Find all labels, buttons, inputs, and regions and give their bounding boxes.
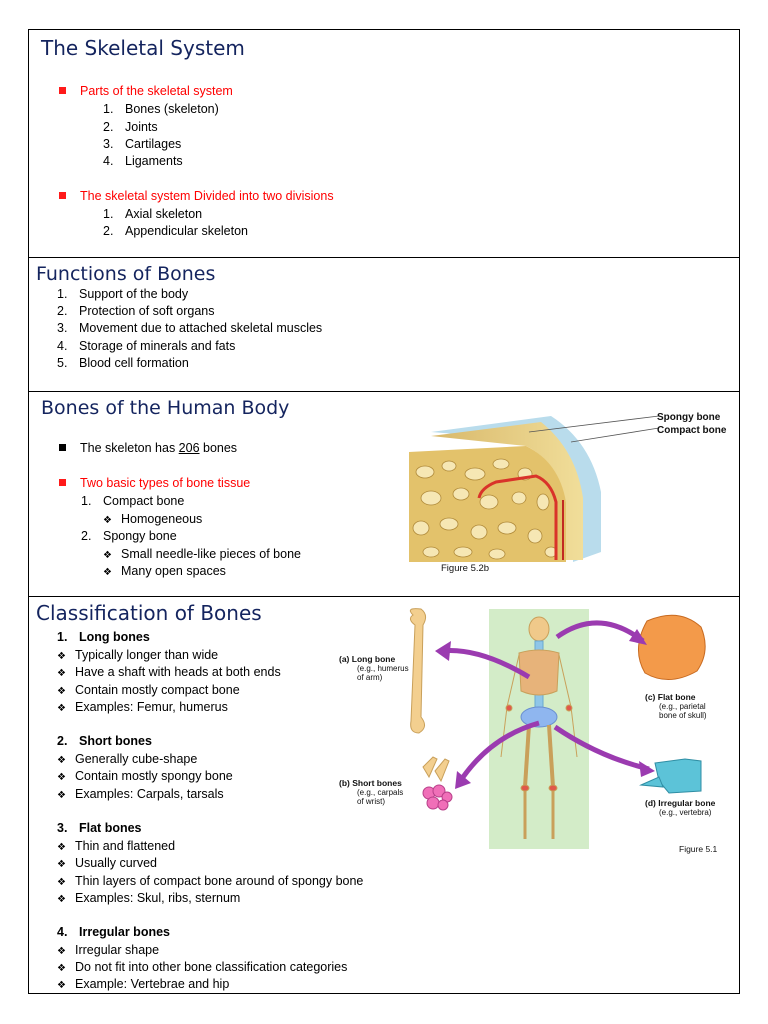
square-bullet-icon [59,479,66,487]
bone-tissue-figure: Spongy bone Compact bone Figure 5.2b [401,402,731,582]
diamond-bullet-icon: ❖ [103,550,112,561]
square-bullet-icon [59,192,66,200]
figure-caption: Figure 5.1 [679,844,718,854]
label-irregular-bone: (d) Irregular bone(e.g., vertebra) [645,798,716,818]
bone-cross-section-image [409,415,660,562]
list-item: ❖Usually curved [57,855,157,873]
section-title: Bones of the Human Body [41,397,290,419]
diamond-bullet-icon: ❖ [57,859,66,870]
group-title: 3.Flat bones [57,821,142,835]
list-item: 3.Cartilages [103,137,182,151]
list-item: 2.Protection of soft organs [57,304,215,318]
list-item: ❖Thin and flattened [57,838,175,856]
list-item: ❖Generally cube-shape [57,751,197,769]
list-item: ❖Do not fit into other bone classificati… [57,959,347,977]
label-compact-bone: Compact bone [657,425,727,436]
list-item: 1.Bones (skeleton) [103,102,219,116]
square-bullet-icon [59,444,66,452]
list-item: ❖Thin layers of compact bone around of s… [57,873,363,891]
group-title: 2.Short bones [57,734,152,748]
page-frame: The Skeletal System Parts of the skeleta… [28,29,740,994]
diamond-bullet-icon: ❖ [57,790,66,801]
skeleton-illustration [409,608,706,849]
list-item: 5.Blood cell formation [57,356,189,370]
list-item: 4.Storage of minerals and fats [57,339,236,353]
bullet-parts: Parts of the skeletal system [59,83,233,100]
section-title: The Skeletal System [41,36,245,60]
group-title: 1.Long bones [57,630,150,644]
bullet-tissue-types: Two basic types of bone tissue [59,475,250,492]
list-item: ❖Typically longer than wide [57,647,218,665]
diamond-bullet-icon: ❖ [57,894,66,905]
diamond-bullet-icon: ❖ [57,980,66,991]
list-item: 2.Spongy bone [81,529,177,543]
diamond-bullet-icon: ❖ [57,703,66,714]
bullet-bone-count: The skeleton has 206 bones [59,440,237,457]
diamond-bullet-icon: ❖ [57,686,66,697]
diamond-bullet-icon: ❖ [57,772,66,783]
list-item: ❖Examples: Skul, ribs, sternum [57,890,240,908]
bullet-divisions: The skeletal system Divided into two div… [59,188,334,205]
diamond-bullet-icon: ❖ [57,842,66,853]
list-item: 1.Axial skeleton [103,207,203,221]
sub-list-item: ❖Many open spaces [103,563,226,581]
list-item: ❖Irregular shape [57,942,159,960]
list-item: ❖Have a shaft with heads at both ends [57,664,281,682]
section-classification: Classification of Bones 1.Long bones ❖Ty… [29,597,739,993]
section-bones-human-body: Bones of the Human Body The skeleton has… [29,392,739,597]
diamond-bullet-icon: ❖ [57,651,66,662]
list-item: 3.Movement due to attached skeletal musc… [57,321,323,335]
list-item: ❖Contain mostly spongy bone [57,768,233,786]
list-item: 1.Support of the body [57,287,189,301]
diamond-bullet-icon: ❖ [57,946,66,957]
label-spongy-bone: Spongy bone [657,412,721,423]
list-item: ❖Contain mostly compact bone [57,682,240,700]
list-item: ❖Examples: Femur, humerus [57,699,228,717]
section-functions: Functions of Bones 1.Support of the body… [29,258,739,392]
diamond-bullet-icon: ❖ [103,567,112,578]
square-bullet-icon [59,87,66,95]
list-item: 4.Ligaments [103,154,183,168]
list-item: 2.Appendicular skeleton [103,224,248,238]
diamond-bullet-icon: ❖ [57,877,66,888]
group-title: 4.Irregular bones [57,925,170,939]
diamond-bullet-icon: ❖ [57,963,66,974]
sub-list-item: ❖Homogeneous [103,511,202,529]
diamond-bullet-icon: ❖ [57,755,66,766]
section-title: Classification of Bones [36,601,262,625]
diamond-bullet-icon: ❖ [57,668,66,679]
list-item: ❖Example: Vertebrae and hip [57,976,229,994]
figure-caption: Figure 5.2b [441,563,490,574]
list-item: ❖Examples: Carpals, tarsals [57,786,224,804]
diamond-bullet-icon: ❖ [103,515,112,526]
list-item: 1.Compact bone [81,494,185,508]
list-item: 2.Joints [103,120,158,134]
section-skeletal-system: The Skeletal System Parts of the skeleta… [29,30,739,258]
sub-list-item: ❖Small needle-like pieces of bone [103,546,301,564]
section-title: Functions of Bones [36,263,216,285]
